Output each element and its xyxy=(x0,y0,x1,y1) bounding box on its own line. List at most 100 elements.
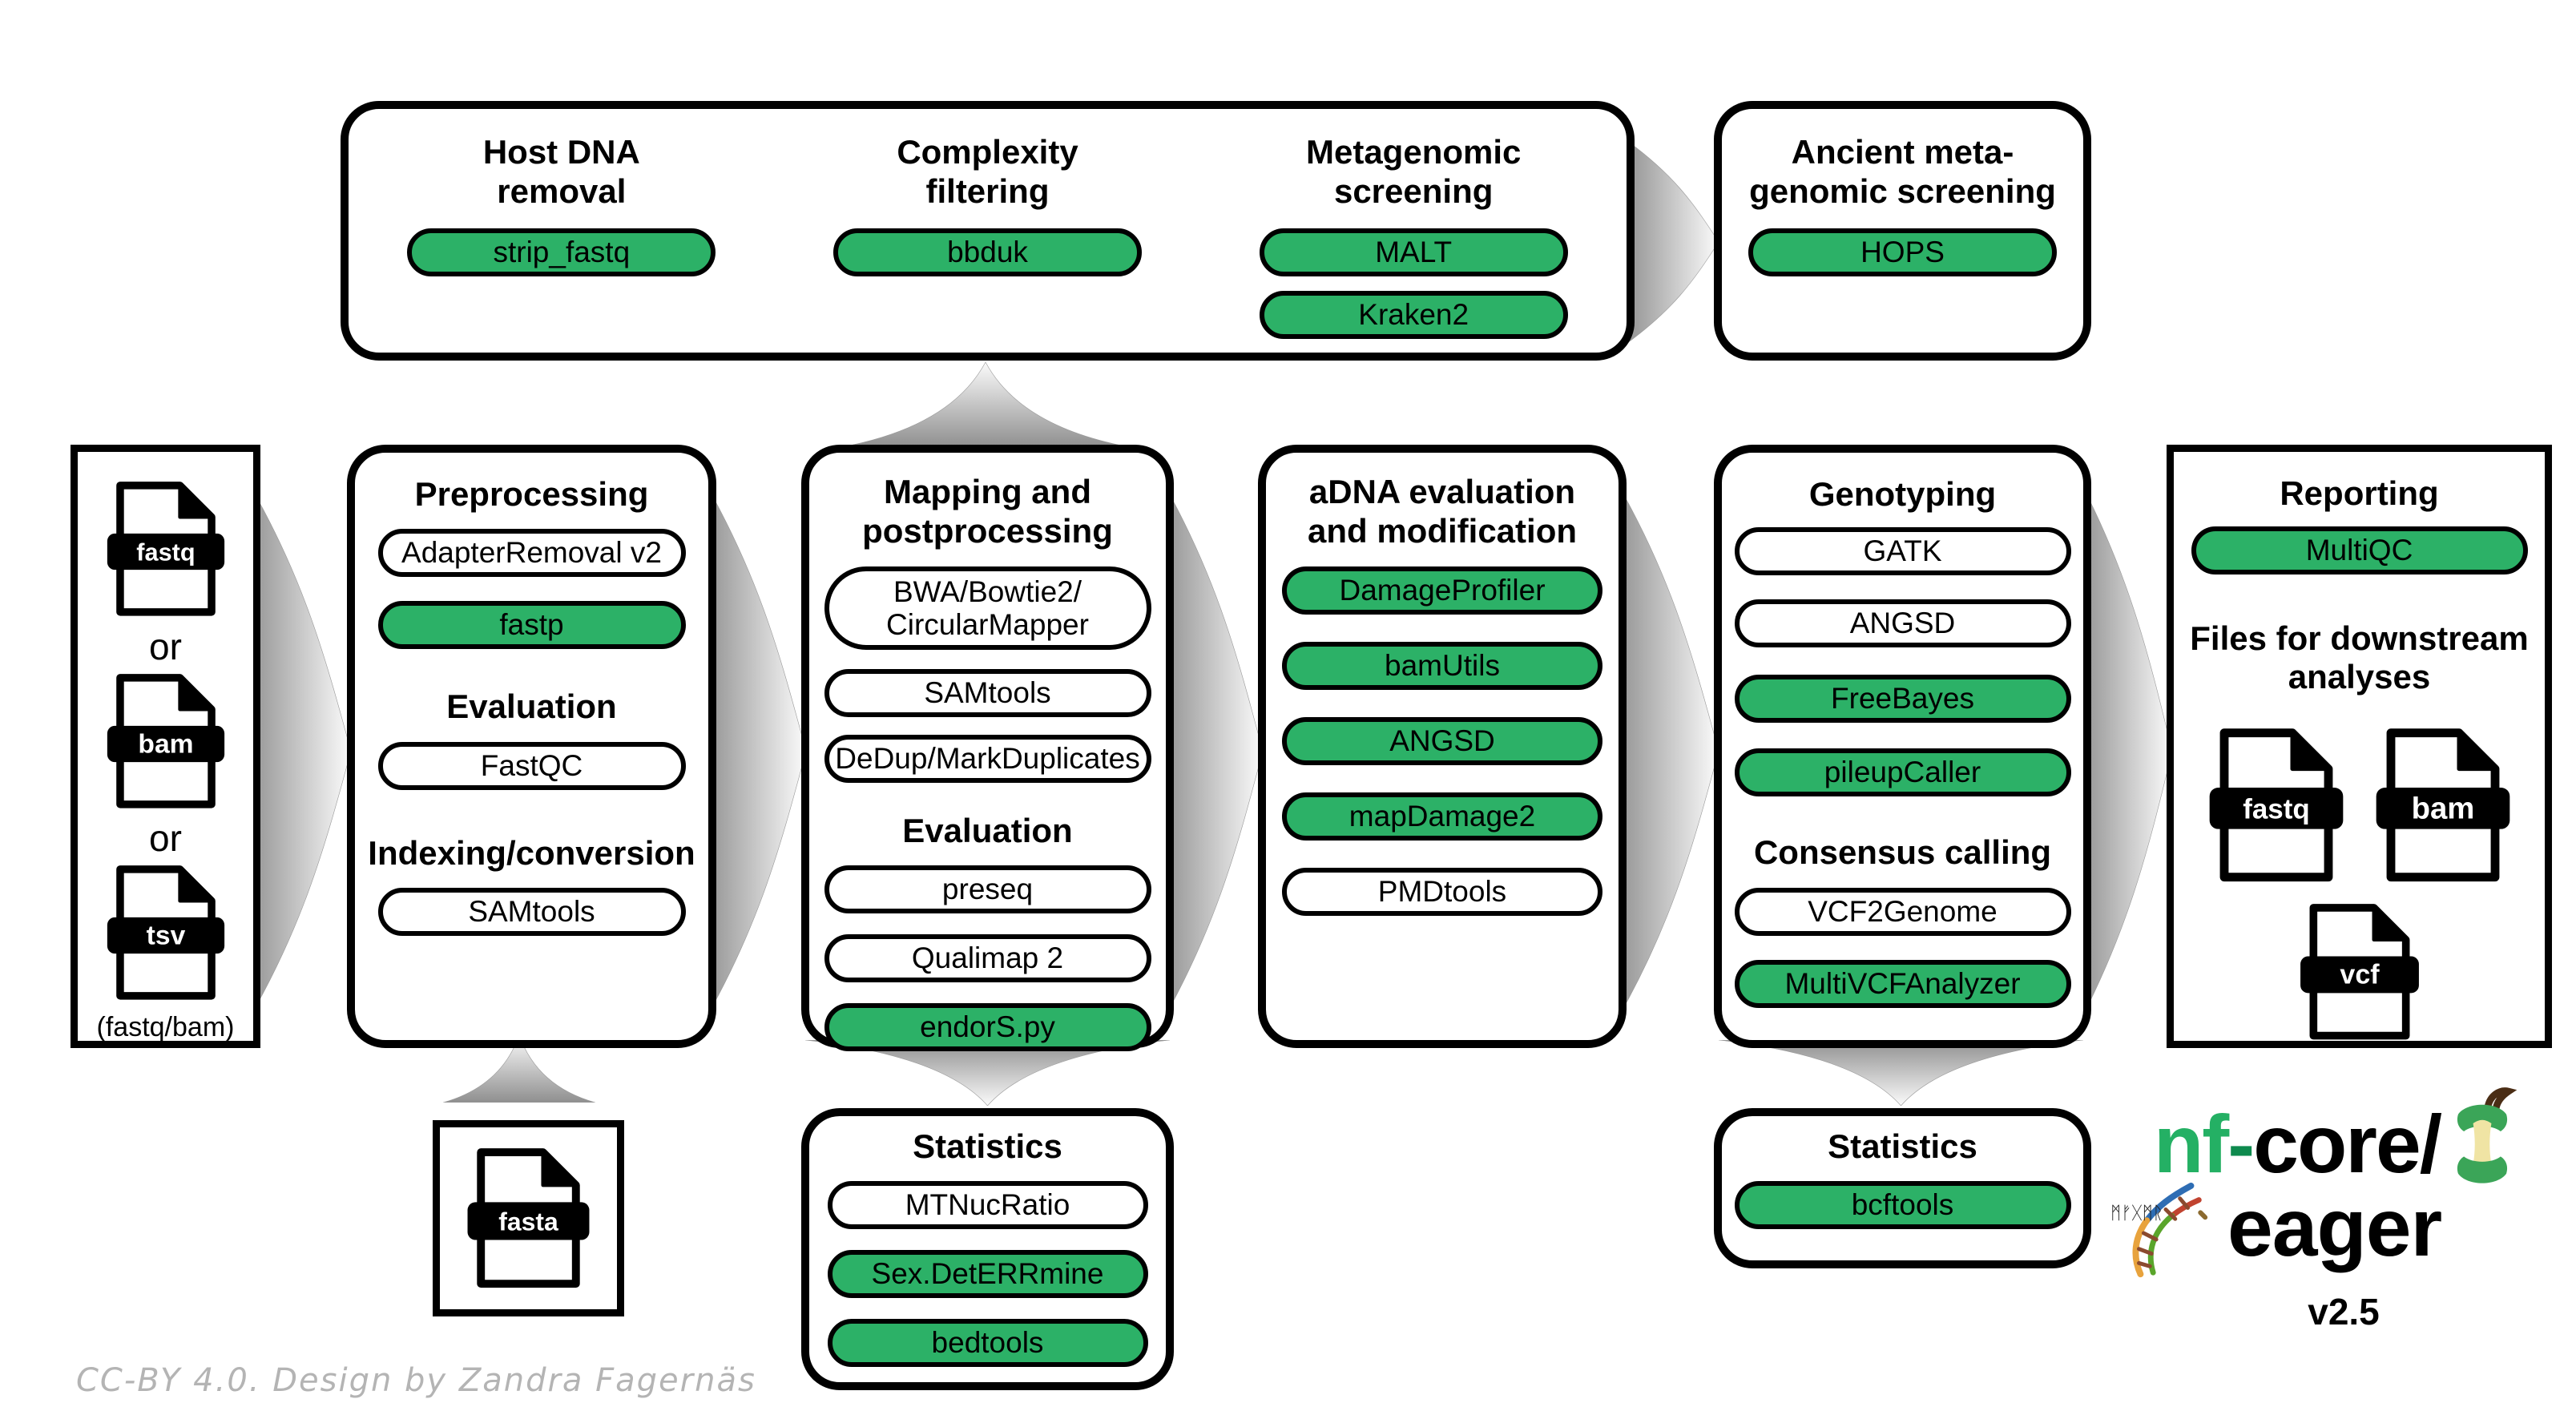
tool-pill-mapdamage2: mapDamage2 xyxy=(1282,792,1602,841)
tool-pill-bwa-bowtie2-circularmapper: BWA/Bowtie2/ CircularMapper xyxy=(824,566,1151,651)
file-label: tsv xyxy=(146,921,185,951)
box-title: Reporting xyxy=(2280,474,2439,512)
title-line: postprocessing xyxy=(862,511,1113,550)
logo-dash-text: - xyxy=(2227,1099,2255,1190)
logo-version-text: v2.5 xyxy=(2308,1291,2380,1332)
genotyping-box: Genotyping GATK ANGSD FreeBayes pileupCa… xyxy=(1714,445,2091,1048)
or-text: or xyxy=(149,625,182,667)
tool-pill-kraken2: Kraken2 xyxy=(1259,291,1568,340)
file-label: fastq xyxy=(2243,793,2310,824)
tool-pill-samtools: SAMtools xyxy=(824,669,1151,718)
title-line: Complexity xyxy=(897,133,1078,171)
tool-pill-bbduk: bbduk xyxy=(833,228,1142,277)
title-line: Ancient meta- xyxy=(1791,133,2014,171)
tool-pill-fastqc: FastQC xyxy=(377,742,686,791)
tool-pill-angsd: ANGSD xyxy=(1282,717,1602,766)
tool-pill-samtools: SAMtools xyxy=(377,888,686,937)
subsection-title: Evaluation xyxy=(446,687,617,725)
tool-pill-gatk: GATK xyxy=(1734,526,2071,575)
bam-file-icon: bam xyxy=(107,673,224,808)
tool-pill-qualimap2: Qualimap 2 xyxy=(824,934,1151,983)
tool-pill-pmdtools: PMDtools xyxy=(1282,868,1602,917)
tool-pill-mtnucratio: MTNucRatio xyxy=(827,1180,1148,1229)
or-text: or xyxy=(149,817,182,860)
title-line: Mapping and xyxy=(884,473,1091,510)
title-line: analyses xyxy=(2288,658,2431,696)
flow-arrow-mapping-to-screening xyxy=(841,362,1130,447)
file-label: fasta xyxy=(498,1207,558,1236)
tool-pill-endors-py: endorS.py xyxy=(824,1003,1151,1052)
dna-helix-icon xyxy=(2132,1182,2208,1278)
flow-arrow-genotyping-to-statistics xyxy=(1719,1040,2083,1106)
box-title: Statistics xyxy=(913,1127,1062,1165)
file-label: bam xyxy=(138,729,193,759)
tool-pill-fastp: fastp xyxy=(377,600,686,649)
input-files-box: fastq or bam or tsv (fastq/bam) xyxy=(71,445,260,1048)
preprocessing-box: Preprocessing AdapterRemoval v2 fastp Ev… xyxy=(347,445,716,1048)
tool-pill-dedup-markduplicates: DeDup/MarkDuplicates xyxy=(824,735,1151,784)
tool-pill-multivcfanalyzer: MultiVCFAnalyzer xyxy=(1734,960,2071,1009)
vcf-file-icon: vcf xyxy=(2300,904,2419,1040)
file-label: vcf xyxy=(2340,960,2380,990)
logo-wordmark: nf-core/ xyxy=(2154,1098,2442,1191)
box-title: Statistics xyxy=(1828,1127,1977,1165)
fastq-file-icon: fastq xyxy=(2209,728,2343,882)
tool-pill-malt: MALT xyxy=(1259,228,1568,277)
file-label: fastq xyxy=(136,538,195,566)
section-title: Complexity filtering xyxy=(897,133,1078,211)
statistics-genotyping-box: Statistics bcftools xyxy=(1714,1108,2091,1268)
section-title: Host DNA removal xyxy=(483,133,640,211)
subsection-title: Evaluation xyxy=(902,812,1073,850)
tool-pill-adapterremoval: AdapterRemoval v2 xyxy=(377,528,686,577)
ancient-screening-box: Ancient meta- genomic screening HOPS xyxy=(1714,101,2091,361)
title-line: Metagenomic xyxy=(1305,133,1522,171)
fasta-file-icon: fasta xyxy=(467,1148,590,1288)
subsection-title: Consensus calling xyxy=(1753,833,2052,871)
tool-pill-freebayes: FreeBayes xyxy=(1734,674,2071,723)
tool-pill-vcf2genome: VCF2Genome xyxy=(1734,888,2071,937)
title-line: removal xyxy=(497,171,627,210)
file-label: bam xyxy=(2411,791,2474,825)
title-line: and modification xyxy=(1308,511,1577,550)
tool-pill-preseq: preseq xyxy=(824,865,1151,914)
credit-text: CC-BY 4.0. Design by Zandra Fagernäs xyxy=(76,1362,756,1399)
metagenomic-screening-section: Metagenomic screening MALT Kraken2 xyxy=(1200,109,1627,353)
box-title: Ancient meta- genomic screening xyxy=(1749,133,2056,211)
title-line: screening xyxy=(1333,171,1494,210)
tool-pill-hops: HOPS xyxy=(1748,228,2057,277)
section-title: Metagenomic screening xyxy=(1306,133,1521,211)
tool-pill-pileupcaller: pileupCaller xyxy=(1734,748,2071,796)
title-line: aDNA evaluation xyxy=(1308,473,1576,510)
title-line: filtering xyxy=(925,171,1050,210)
adna-box: aDNA evaluation and modification DamageP… xyxy=(1258,445,1627,1048)
box-title: aDNA evaluation and modification xyxy=(1308,473,1577,550)
statistics-mapping-box: Statistics MTNucRatio Sex.DetERRmine bed… xyxy=(801,1108,1174,1390)
fastq-file-icon: fastq xyxy=(107,482,224,616)
logo-runes-text: ᛗᚠᚷᛗᚱ xyxy=(2110,1203,2164,1224)
tool-pill-strip-fastq: strip_fastq xyxy=(407,228,716,277)
reporting-box: Reporting MultiQC Files for downstream a… xyxy=(2167,445,2552,1048)
complexity-filtering-section: Complexity filtering bbduk xyxy=(775,109,1201,353)
logo-nf-text: nf xyxy=(2154,1099,2229,1190)
apple-core-icon xyxy=(2457,1087,2518,1183)
host-dna-removal-section: Host DNA removal strip_fastq xyxy=(349,109,775,353)
logo-eager-text: eager xyxy=(2227,1182,2442,1273)
tool-pill-multiqc: MultiQC xyxy=(2191,526,2528,575)
input-caption: (fastq/bam) xyxy=(96,1012,235,1043)
tool-pill-bamutils: bamUtils xyxy=(1282,642,1602,691)
tool-pill-sex-deterrmine: Sex.DetERRmine xyxy=(827,1249,1148,1298)
title-line: Files for downstream xyxy=(2190,619,2529,657)
fasta-box: fasta xyxy=(433,1120,624,1316)
box-title: Genotyping xyxy=(1808,475,1997,513)
tool-label-line: CircularMapper xyxy=(886,608,1089,642)
box-title: Mapping and postprocessing xyxy=(862,473,1113,550)
tool-label-line: BWA/Bowtie2/ xyxy=(893,575,1082,608)
files-downstream-title: Files for downstream analyses xyxy=(2190,619,2528,697)
nf-core-eager-logo: nf-core/ ᛗᚠᚷᛗᚱ eager v2.5 xyxy=(2107,1087,2576,1356)
title-line: genomic screening xyxy=(1749,171,2056,210)
bam-file-icon: bam xyxy=(2376,728,2509,882)
tool-pill-damageprofiler: DamageProfiler xyxy=(1282,566,1602,615)
output-files-row: fastq bam xyxy=(2208,728,2511,882)
title-line: Host DNA xyxy=(482,133,640,171)
